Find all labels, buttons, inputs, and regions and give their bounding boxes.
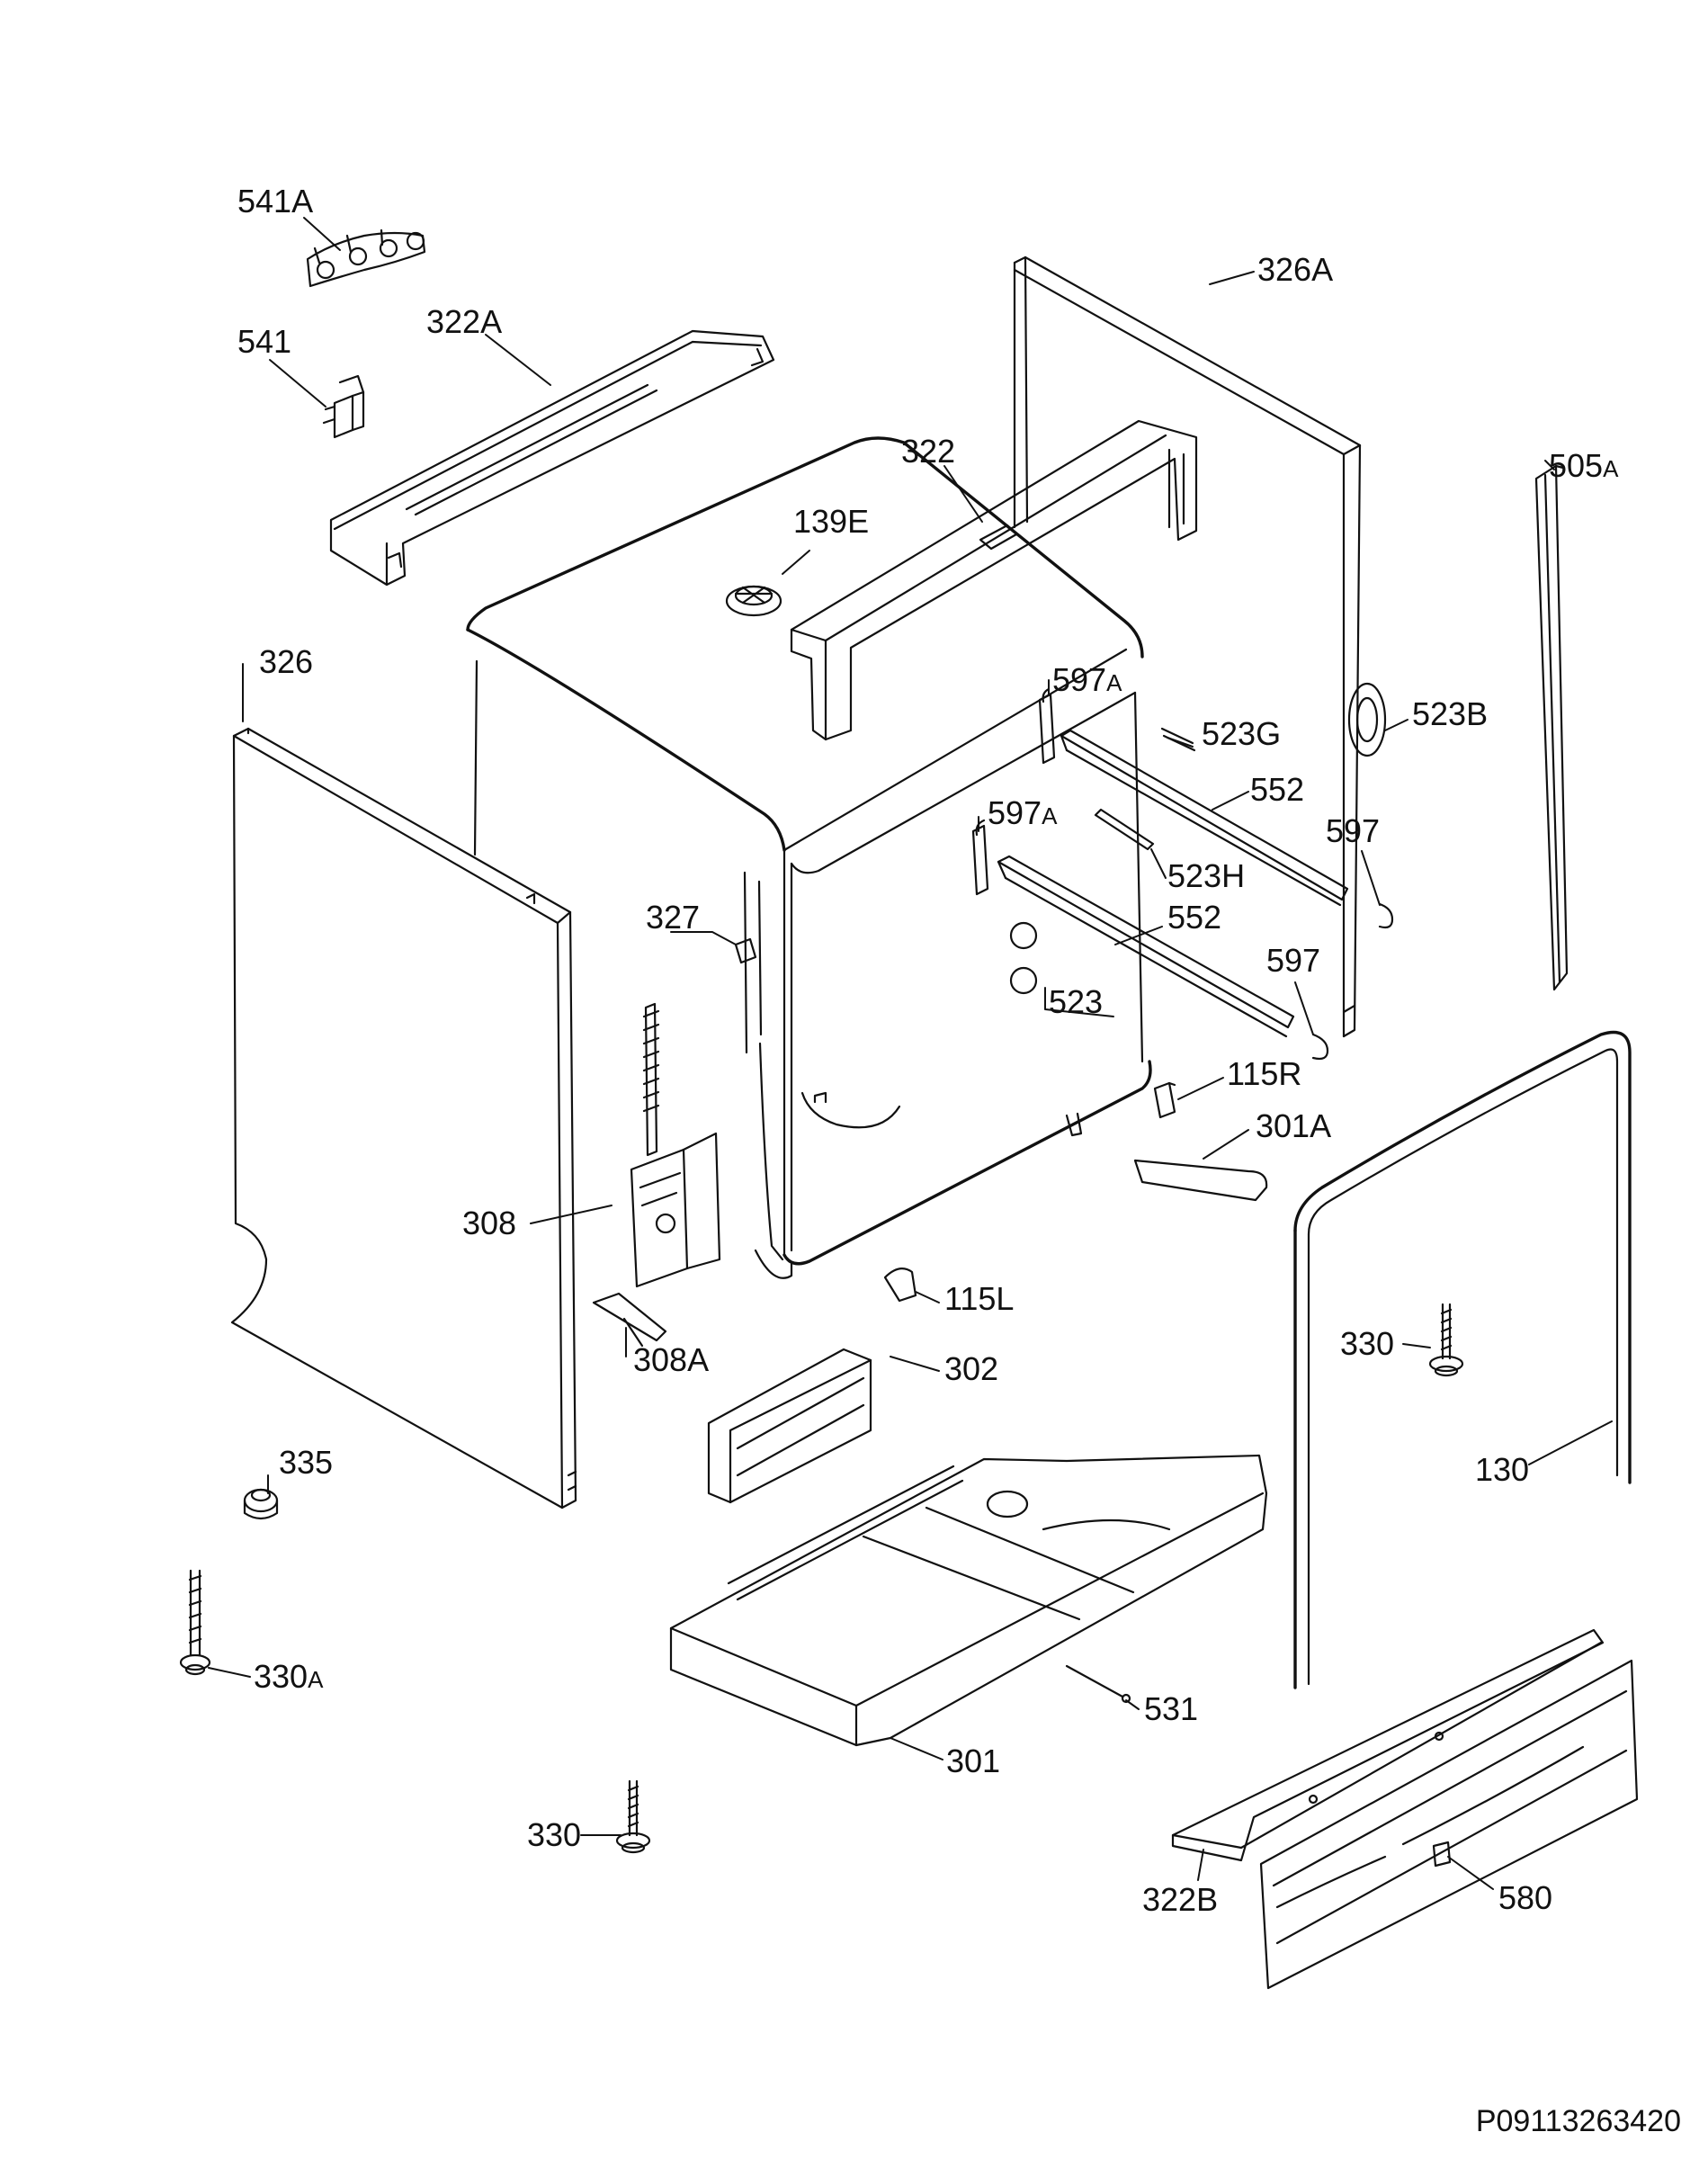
part-597A-hook-upper — [1038, 687, 1056, 765]
part-552-rail-upper — [1060, 729, 1349, 907]
label-326A: 326A — [1257, 251, 1334, 288]
label-552-upper: 552 — [1250, 771, 1305, 808]
part-541-bracket — [322, 374, 365, 439]
label-308A: 308A — [633, 1341, 710, 1378]
part-597-clip-lower — [1311, 1033, 1329, 1061]
part-130-seal — [1293, 1030, 1632, 1689]
part-327 — [734, 937, 757, 964]
part-541A-clip — [306, 228, 426, 288]
label-541: 541 — [237, 323, 292, 360]
part-330A-bolt — [179, 1569, 211, 1676]
label-597A-lower: 597A — [988, 794, 1058, 831]
part-531-pin — [1065, 1664, 1131, 1704]
label-322: 322 — [901, 433, 956, 470]
label-580: 580 — [1498, 1879, 1553, 1916]
label-597-upper: 597 — [1326, 812, 1381, 849]
label-322B: 322B — [1142, 1881, 1219, 1918]
label-531: 531 — [1144, 1690, 1199, 1727]
label-139E: 139E — [793, 503, 870, 540]
part-335-nut — [243, 1488, 279, 1520]
part-523H-strip — [1094, 808, 1155, 851]
label-326: 326 — [259, 643, 314, 680]
part-330-screw-bottom — [615, 1779, 651, 1854]
part-322A-rail — [329, 329, 775, 587]
label-302: 302 — [944, 1350, 999, 1387]
part-523G-strip — [1160, 727, 1196, 752]
label-115R: 115R — [1227, 1055, 1302, 1092]
label-330A: 330A — [254, 1658, 324, 1695]
part-326A-panel — [1013, 255, 1362, 1038]
part-322-crossbar — [790, 419, 1198, 741]
part-115R-bracket — [1153, 1081, 1176, 1119]
part-115L-bracket — [883, 1268, 917, 1303]
label-523: 523 — [1049, 983, 1104, 1020]
part-597A-hook-lower — [971, 819, 989, 896]
label-327: 327 — [646, 899, 701, 936]
part-tub — [466, 436, 1152, 1279]
label-541A: 541A — [237, 183, 314, 219]
label-552-lower: 552 — [1167, 899, 1222, 936]
part-308A-lever — [592, 1292, 667, 1348]
label-335: 335 — [279, 1444, 334, 1481]
label-597A-upper: 597A — [1052, 661, 1122, 698]
label-597-lower: 597 — [1266, 942, 1321, 979]
label-523B: 523B — [1412, 695, 1489, 732]
label-130: 130 — [1475, 1451, 1530, 1488]
part-523-rollers — [1009, 921, 1038, 995]
part-301-base — [669, 1454, 1268, 1747]
part-597-clip-upper — [1378, 902, 1394, 929]
label-523H: 523H — [1167, 857, 1246, 894]
part-580-kickplate — [1259, 1659, 1639, 1990]
part-301A-cover — [1133, 1159, 1268, 1202]
part-505A-strip — [1534, 464, 1569, 991]
part-322B-rail — [1171, 1628, 1605, 1862]
part-302-cover — [707, 1348, 872, 1504]
label-330-right: 330 — [1340, 1325, 1395, 1362]
leader-lines — [208, 217, 1613, 1890]
label-505A: 505A — [1549, 447, 1619, 484]
label-330-bottom: 330 — [527, 1816, 582, 1853]
label-322A: 322A — [426, 303, 503, 340]
part-330-screw-right — [1428, 1303, 1464, 1377]
part-523B-bumper — [1347, 682, 1387, 757]
label-308: 308 — [462, 1205, 517, 1241]
part-552-rail-lower — [997, 855, 1295, 1038]
part-139E-cap — [725, 585, 782, 617]
part-326-panel — [230, 727, 577, 1510]
label-301A: 301A — [1256, 1107, 1332, 1144]
label-523G: 523G — [1202, 715, 1282, 752]
part-308-hinge — [630, 1002, 721, 1288]
label-115L: 115L — [944, 1280, 1015, 1317]
label-301: 301 — [946, 1742, 1001, 1779]
document-reference: P09113263420 — [1475, 2104, 1681, 2138]
